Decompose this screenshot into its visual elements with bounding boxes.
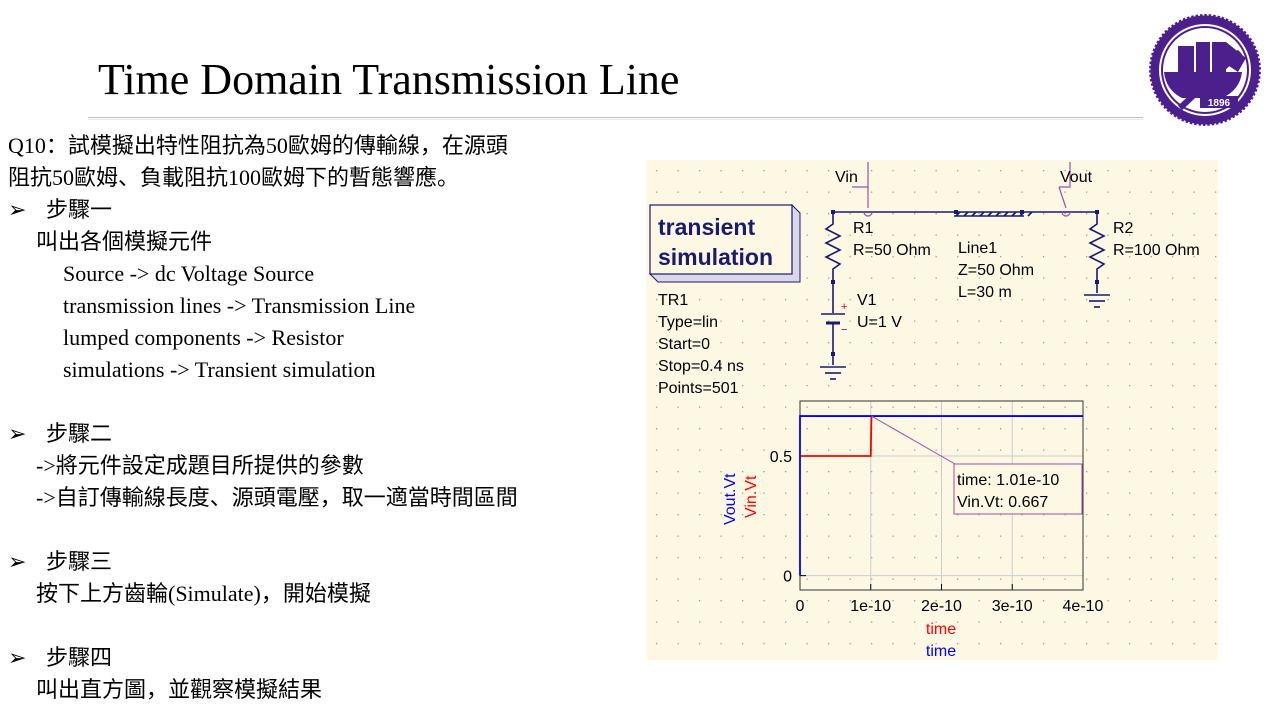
y-axis-label-vout: Vout.Vt bbox=[722, 473, 739, 525]
circuit-wires bbox=[820, 211, 1110, 380]
schematic-canvas: transient simulation TR1 Type=lin Start=… bbox=[646, 160, 1218, 660]
marker-leader-line bbox=[871, 415, 956, 465]
step2-line: ->自訂傳輸線長度、源頭電壓，取一適當時間區間 bbox=[36, 485, 518, 510]
question-line-1: Q10：試模擬出特性阻抗為50歐姆的傳輸線，在源頭 bbox=[8, 133, 508, 158]
logo-year: 1896 bbox=[1208, 98, 1231, 109]
tr1-param: Stop=0.4 ns bbox=[658, 358, 744, 375]
step3-heading: 步驟三 bbox=[46, 549, 113, 574]
marker-box bbox=[953, 463, 1083, 515]
x-tick-label: 3e-10 bbox=[992, 598, 1033, 615]
sim-box-label: simulation bbox=[658, 244, 773, 270]
tr1-param: Points=501 bbox=[658, 380, 739, 397]
step1-item: Source -> dc Voltage Source bbox=[63, 261, 315, 286]
step1-heading: 步驟一 bbox=[46, 197, 113, 222]
y-axis-label-vin: Vin.Vt bbox=[743, 475, 760, 518]
step1-item: simulations -> Transient simulation bbox=[63, 357, 376, 382]
transient-simulation-block[interactable]: transient simulation bbox=[648, 203, 801, 283]
marker-value: Vin.Vt: 0.667 bbox=[957, 494, 1048, 511]
question-line-2: 阻抗50歐姆、負載阻抗100歐姆下的暫態響應。 bbox=[8, 165, 460, 190]
node-label-vout: Vout bbox=[1060, 169, 1093, 186]
line1-length: L=30 m bbox=[958, 284, 1012, 301]
university-logo: 1896 bbox=[1147, 12, 1263, 128]
x-tick-label: 1e-10 bbox=[850, 598, 891, 615]
tr1-param: Start=0 bbox=[658, 336, 710, 353]
v1-label: V1 bbox=[857, 292, 877, 309]
arrow-bullet-icon: ➢ bbox=[8, 549, 27, 574]
tr1-param: Type=lin bbox=[658, 314, 718, 331]
step2-heading: 步驟二 bbox=[46, 421, 113, 446]
step3-line: 按下上方齒輪(Simulate)，開始模擬 bbox=[36, 581, 371, 606]
slide-title: Time Domain Transmission Line bbox=[98, 55, 680, 104]
v1-value: U=1 V bbox=[857, 314, 902, 331]
v1-plus: + bbox=[841, 301, 847, 313]
r1-value: R=50 Ohm bbox=[853, 242, 931, 259]
step4-line: 叫出直方圖，並觀察模擬結果 bbox=[36, 677, 323, 702]
v1-minus: − bbox=[841, 324, 847, 336]
wire-nodes bbox=[831, 210, 1099, 356]
node-label-vin: Vin bbox=[835, 169, 858, 186]
title-divider bbox=[88, 117, 1143, 118]
arrow-bullet-icon: ➢ bbox=[8, 421, 27, 446]
slide-body: Q10：試模擬出特性阻抗為50歐姆的傳輸線，在源頭 阻抗50歐姆、負載阻抗100… bbox=[8, 130, 638, 706]
step1-intro: 叫出各個模擬元件 bbox=[36, 229, 213, 254]
step2-line: ->將元件設定成題目所提供的參數 bbox=[36, 453, 364, 478]
r2-value: R=100 Ohm bbox=[1113, 242, 1200, 259]
step4-heading: 步驟四 bbox=[46, 645, 113, 670]
series-line-vin-vt bbox=[800, 416, 873, 457]
qucs-schematic-screenshot: transient simulation TR1 Type=lin Start=… bbox=[646, 160, 1218, 660]
x-axis-label-blue: time bbox=[926, 643, 956, 660]
arrow-bullet-icon: ➢ bbox=[8, 645, 27, 670]
y-tick-label: 0 bbox=[783, 569, 792, 586]
step1-item: transmission lines -> Transmission Line bbox=[63, 293, 416, 318]
node-labels bbox=[852, 162, 1071, 217]
y-tick-label: 0.5 bbox=[770, 449, 792, 466]
r2-label: R2 bbox=[1113, 220, 1134, 237]
step1-item: lumped components -> Resistor bbox=[63, 325, 344, 350]
series-line-vout-vt bbox=[799, 415, 1083, 576]
x-tick-label: 2e-10 bbox=[921, 598, 962, 615]
r1-label: R1 bbox=[853, 220, 874, 237]
sim-box-label: transient bbox=[658, 214, 755, 240]
tr1-param: TR1 bbox=[658, 292, 688, 309]
marker-time: time: 1.01e-10 bbox=[957, 472, 1059, 489]
title-divider-shadow bbox=[88, 119, 1143, 120]
line1-impedance: Z=50 Ohm bbox=[958, 262, 1034, 279]
arrow-bullet-icon: ➢ bbox=[8, 197, 27, 222]
x-axis-label-red: time bbox=[926, 621, 956, 638]
x-tick-label: 0 bbox=[796, 598, 805, 615]
line1-label: Line1 bbox=[958, 240, 997, 257]
x-tick-label: 4e-10 bbox=[1063, 598, 1104, 615]
